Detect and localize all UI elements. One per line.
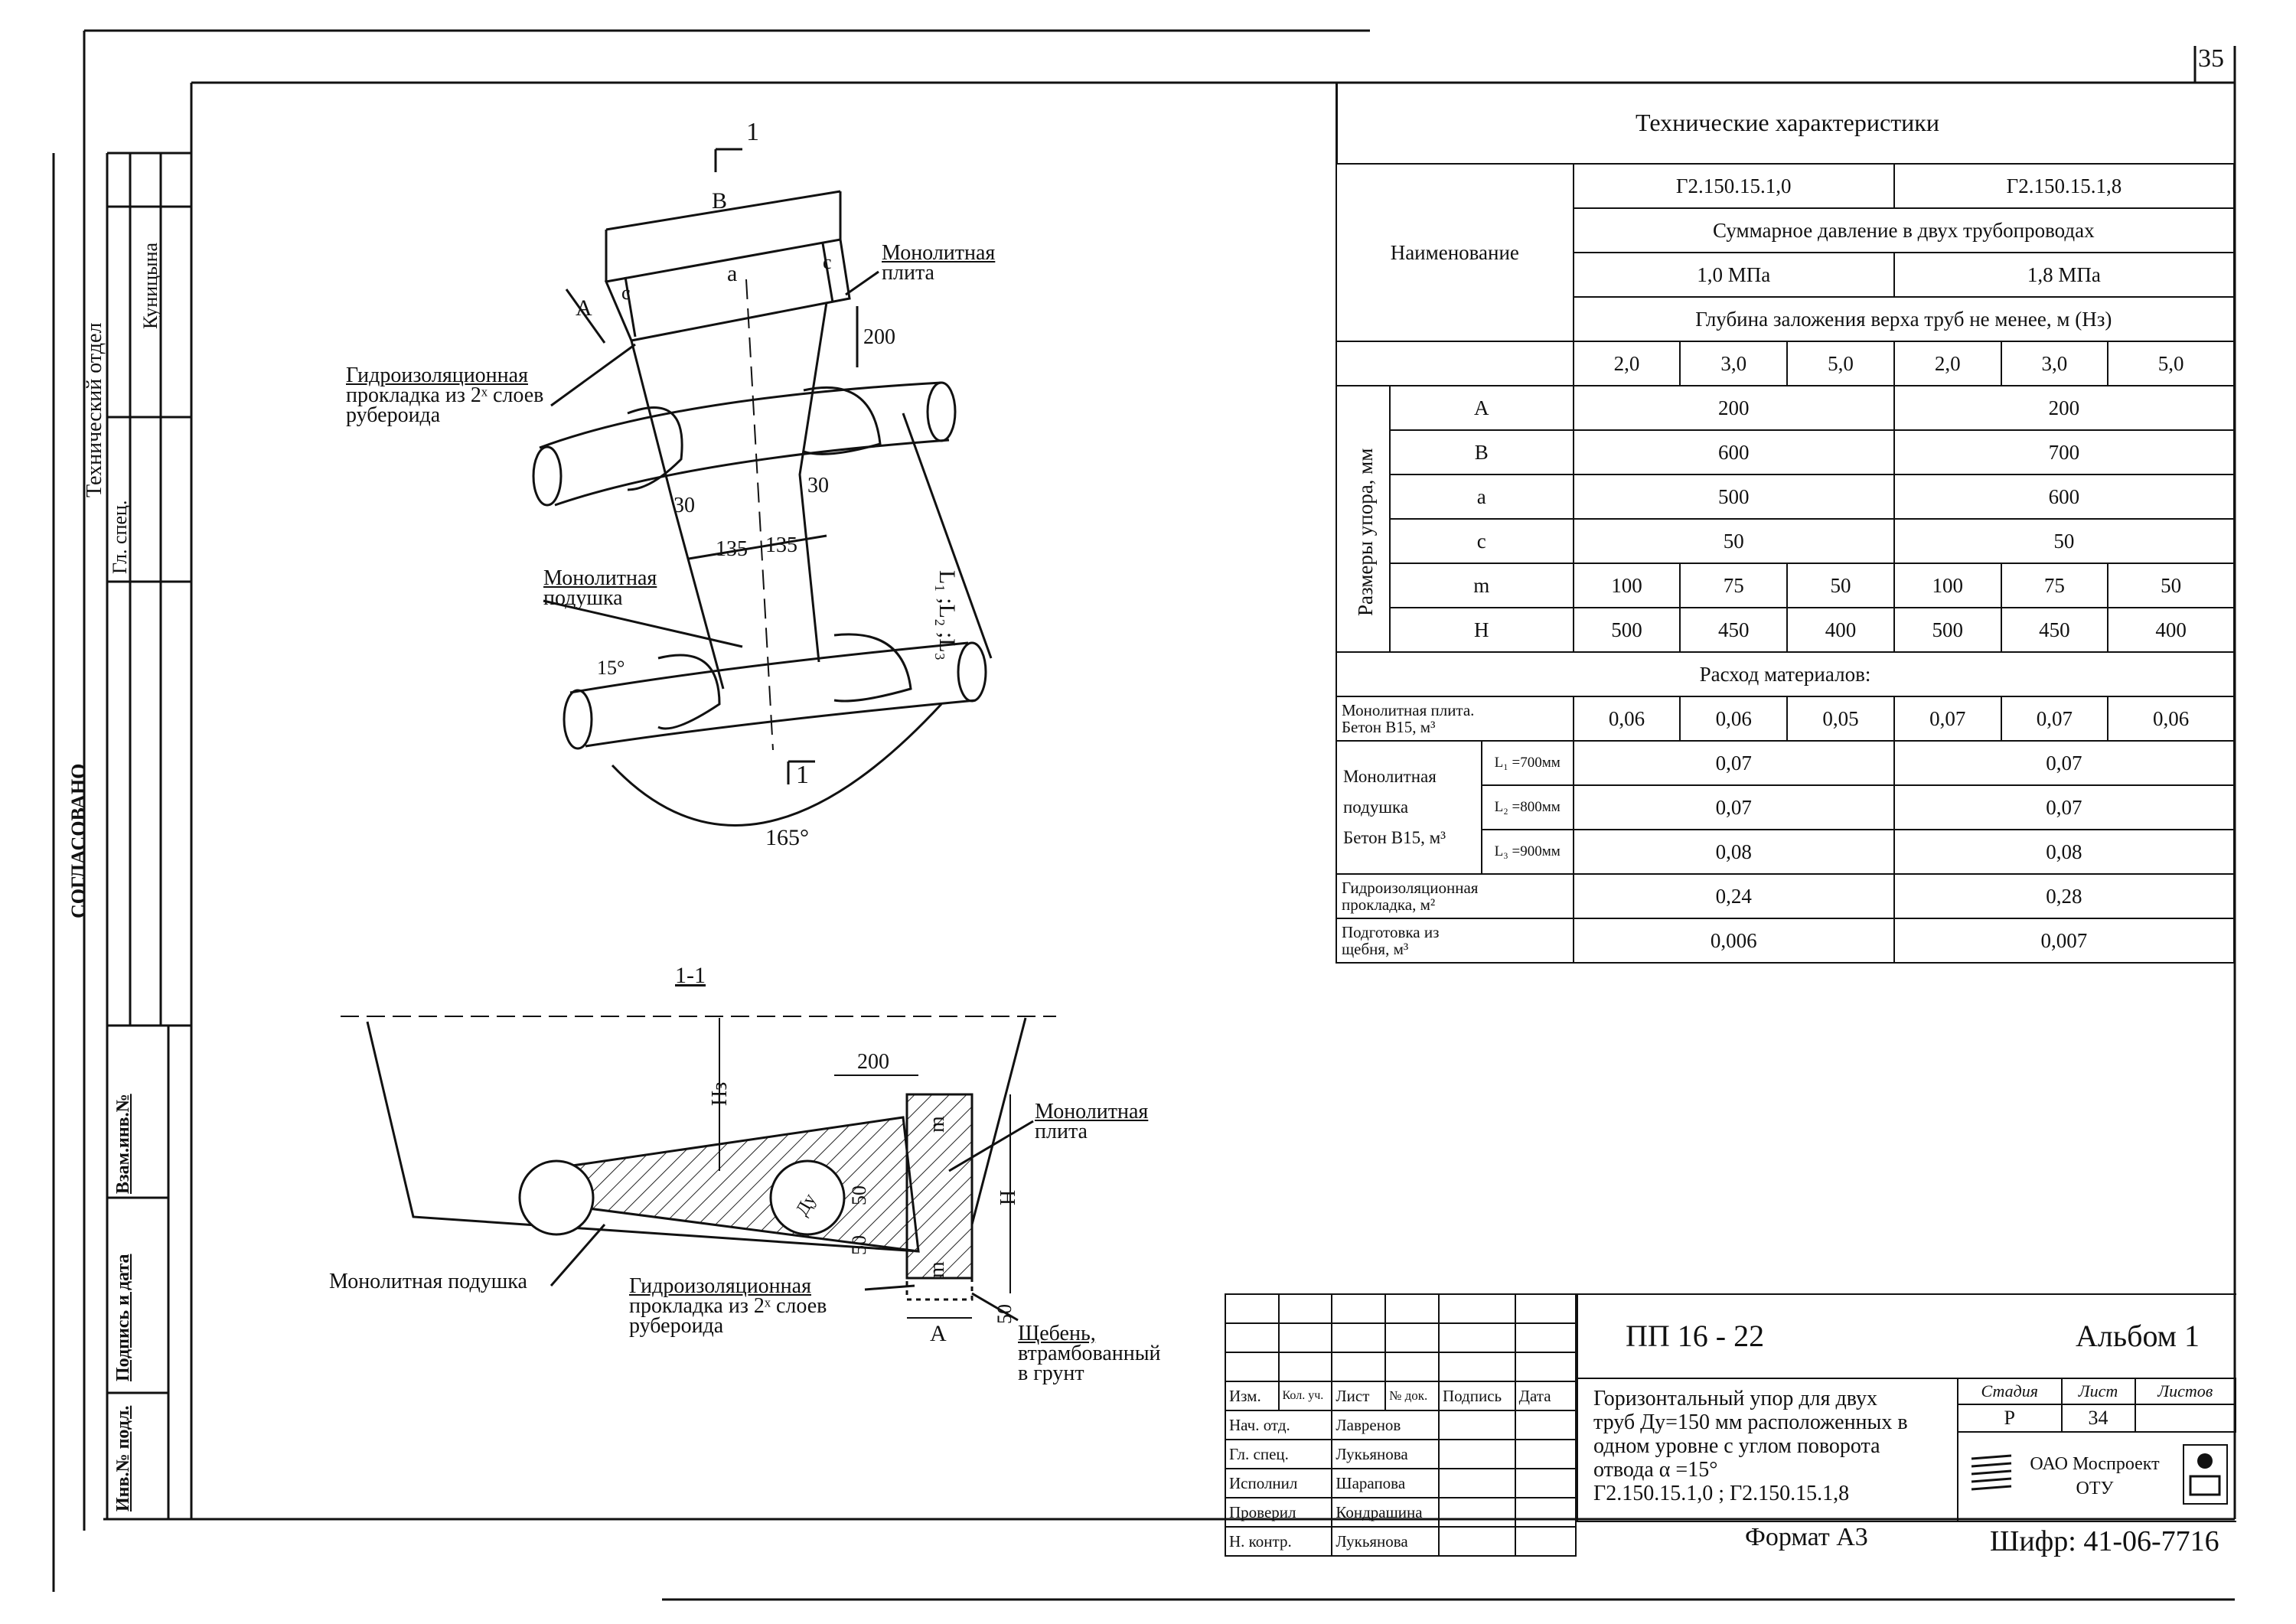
album: Альбом 1 — [2076, 1319, 2200, 1353]
col-name: Наименование — [1336, 163, 1574, 342]
spec-row-m: m 100 75 50 100 75 50 — [1336, 563, 2235, 608]
dim-c-right: c — [823, 251, 832, 273]
stage-table: Стадия Лист Листов Р 34 — [1957, 1378, 2237, 1433]
angle-165: 165° — [765, 825, 809, 850]
spec-row-depths: 2,0 3,0 5,0 2,0 3,0 5,0 — [1336, 341, 2235, 386]
dim-m-top: m — [925, 1116, 949, 1133]
tb-role-row: Н. контр.Лукьянова — [1224, 1526, 1577, 1557]
dim-135-right: 135 — [765, 533, 797, 557]
dim-B: B — [712, 188, 728, 214]
depth-label: Глубина заложения верха труб не менее, м… — [1572, 296, 2236, 342]
spec-row-depth-label: Глубина заложения верха труб не менее, м… — [1336, 296, 2236, 342]
dims-group-cell: Размеры упора, мм — [1336, 385, 1391, 653]
dims-group-label: Размеры упора, мм — [1354, 448, 1377, 616]
stamp-dept: Технический отдел — [83, 322, 106, 497]
dim-m-bottom: m — [925, 1261, 949, 1278]
dim-135-left: 135 — [716, 537, 748, 561]
spec-row-cushion-2: L₂ =800мм 0,07 0,07 — [1336, 784, 2236, 830]
dim-H: Н — [996, 1189, 1020, 1205]
depth-cell: 2,0 — [1572, 341, 1681, 386]
spec-row-codes: Наименование Г2.150.15.1,0 Г2.150.15.1,8 — [1336, 163, 2236, 342]
dim-50-c: 50 — [993, 1304, 1016, 1324]
dim-A-section: A — [930, 1321, 947, 1346]
description: Горизонтальный упор для двух труб Ду=150… — [1593, 1387, 1908, 1505]
depth-cell: 5,0 — [1786, 341, 1895, 386]
doc-code: ПП 16 - 22 — [1626, 1319, 1765, 1353]
dim-50-a: 50 — [848, 1185, 870, 1205]
spec-row-c: c 50 50 — [1336, 518, 2236, 564]
dim-A: A — [576, 295, 592, 321]
tb-headers: Изм. Кол. уч. Лист № док. Подпись Дата — [1225, 1381, 1577, 1411]
pressure-label: Суммарное давление в двух трубопроводах — [1572, 207, 2236, 253]
stamp-sign-date: Подпись и дата — [113, 1254, 133, 1381]
dim-L: L₁ ;L₂ ;L₃ — [934, 570, 960, 661]
section-mark-bottom: 1 — [796, 761, 809, 789]
angle-15: 15° — [597, 657, 625, 679]
dim-50-b: 50 — [848, 1235, 870, 1255]
spec-row-a: a 500 600 — [1336, 474, 2236, 520]
dim-200-plan: 200 — [863, 325, 895, 349]
depth-cell: 5,0 — [2107, 341, 2235, 386]
dim-30-left: 30 — [673, 494, 695, 517]
spec-row-H: H 500 450 400 500 450 400 — [1336, 607, 2235, 653]
spec-row-materials-title: Расход материалов: — [1336, 651, 2235, 697]
label-cushion-section: Монолитная подушка — [329, 1270, 527, 1293]
title-block-main: ПП 16 - 22 Альбом 1 Горизонтальный упор … — [1577, 1293, 2237, 1522]
spec-row-pressures: 1,0 МПа 1,8 МПа — [1336, 252, 2236, 298]
dim-c-left: c — [621, 282, 631, 304]
stamp-inv-no: Инв.№ подл. — [113, 1405, 133, 1511]
sheet-number: 35 — [2198, 44, 2224, 73]
dim-30-right: 30 — [807, 474, 829, 497]
stamp-role: Гл. спец. — [109, 500, 131, 574]
spec-row-plate: Монолитная плита.Бетон В15, м³ 0,06 0,06… — [1336, 696, 2235, 742]
tb-role-row: Нач. отд.Лавренов — [1224, 1410, 1577, 1440]
title-block-signatures: Изм. Кол. уч. Лист № док. Подпись Дата Н… — [1224, 1293, 1577, 1557]
stamp-agreed: СОГЛАСОВАНО — [67, 763, 90, 918]
spec-row-cushion-3: L₃ =900мм 0,08 0,08 — [1336, 829, 2236, 875]
depth-cell: 2,0 — [1893, 341, 2002, 386]
org-logo-icon — [1968, 1448, 2014, 1494]
section-mark-top: 1 — [746, 118, 759, 146]
materials-title: Расход материалов: — [1336, 651, 2235, 697]
spec-table: Наименование Г2.150.15.1,0 Г2.150.15.1,8… — [1336, 163, 2236, 964]
stamp-replace-inv: Взам.инв.№ — [113, 1094, 133, 1194]
spec-row-A: Размеры упора, мм A 200 200 — [1336, 385, 2236, 653]
tb-role-row: Гл. спец.Лукьянова — [1224, 1439, 1577, 1469]
format: Формат А3 — [1745, 1523, 1868, 1551]
spec-row-pressure-label: Суммарное давление в двух трубопроводах — [1336, 207, 2236, 253]
spec-row-B: B 600 700 — [1336, 429, 2236, 475]
dim-Hz: Нз — [708, 1081, 732, 1106]
dim-a: a — [727, 261, 738, 286]
cipher: Шифр: 41-06-7716 — [1990, 1525, 2219, 1557]
code-1: Г2.150.15.1,0 — [1572, 163, 1895, 209]
org-emblem-icon — [2183, 1444, 2228, 1505]
pressure-1: 1,0 МПа — [1572, 252, 1895, 298]
pressure-2: 1,8 МПа — [1893, 252, 2236, 298]
depth-cell: 3,0 — [1679, 341, 1789, 386]
depth-cell: 3,0 — [2000, 341, 2109, 386]
code-2: Г2.150.15.1,8 — [1893, 163, 2236, 209]
section-title: 1-1 — [675, 963, 706, 988]
dim-200-section: 200 — [857, 1050, 889, 1074]
spec-title: Технические характеристики — [1336, 83, 2237, 163]
stamp-person: Куницына — [139, 242, 161, 329]
plate-label: Монолитная плита.Бетон В15, м³ — [1336, 696, 1574, 742]
